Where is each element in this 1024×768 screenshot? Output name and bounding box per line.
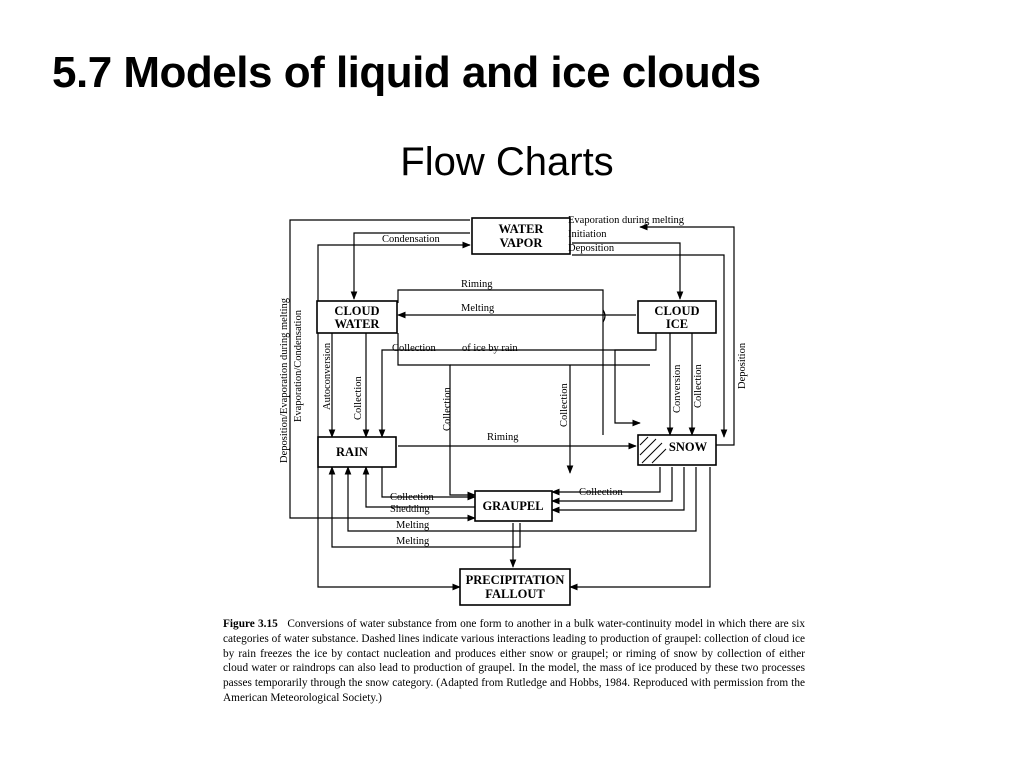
- label-evaporation-condensation: Evaporation/Condensation: [293, 309, 304, 422]
- arrow-riming-top: [397, 289, 604, 435]
- box-rain: RAIN: [317, 436, 397, 468]
- arrow-collection-ice-by-rain: [378, 333, 657, 438]
- label-riming-top: Riming: [461, 279, 493, 290]
- box-cloud-ice: CLOUD ICE: [637, 300, 717, 334]
- rain-label: RAIN: [336, 445, 368, 459]
- arrow-melting-2: [328, 466, 521, 548]
- arrow-riming-top-bridge: [602, 309, 606, 323]
- arrow-snow-collection: [551, 467, 661, 496]
- flow-arrows: [289, 219, 735, 591]
- cloud-ice-label-1: CLOUD: [654, 304, 699, 318]
- label-initiation: Initiation: [568, 229, 607, 240]
- label-deposition-top: Deposition: [568, 243, 615, 254]
- arrow-center-left: [397, 333, 476, 499]
- arrow-collection-center: [614, 349, 656, 427]
- precipitation-label-2: FALLOUT: [485, 587, 545, 601]
- label-of-ice-by-rain: of ice by rain: [462, 343, 518, 354]
- box-graupel: GRAUPEL: [474, 490, 553, 522]
- label-condensation: Condensation: [382, 234, 440, 245]
- label-collection-mid: Collection: [392, 343, 436, 354]
- label-deposition-right: Deposition: [737, 342, 748, 389]
- slide-title: 5.7 Models of liquid and ice clouds: [52, 48, 761, 97]
- water-vapor-label-1: WATER: [499, 222, 545, 236]
- arrow-evap-melting: [639, 223, 735, 446]
- arrow-vapor-outer-left: [289, 219, 476, 522]
- arrow-melting-1: [344, 466, 697, 532]
- label-autoconversion: Autoconversion: [322, 342, 333, 410]
- label-melting-lower-2: Melting: [396, 536, 430, 547]
- arrow-snow-fallout: [569, 467, 711, 591]
- label-riming-mid: Riming: [487, 432, 519, 443]
- label-collection-lower-left: Collection: [390, 492, 434, 503]
- figure-caption: Figure 3.15 Conversions of water substan…: [223, 617, 805, 706]
- precipitation-label-1: PRECIPITATION: [466, 573, 565, 587]
- arrow-shedding: [362, 466, 475, 508]
- water-vapor-label-2: VAPOR: [500, 236, 544, 250]
- cloud-water-label-2: WATER: [335, 317, 381, 331]
- label-conversion: Conversion: [672, 364, 683, 413]
- water-conversion-flow-chart: WATER VAPOR CLOUD WATER CLOUD ICE RAIN S…: [279, 215, 748, 606]
- label-melting-lower-1: Melting: [396, 520, 430, 531]
- arrow-snow-graupel-3: [551, 467, 685, 514]
- label-collection-lower-right: Collection: [579, 487, 623, 498]
- cloud-ice-label-2: ICE: [666, 317, 688, 331]
- label-melting-top: Melting: [461, 303, 495, 314]
- box-cloud-water: CLOUD WATER: [316, 300, 398, 334]
- label-collection-center-right: Collection: [559, 383, 570, 427]
- arrow-snow-graupel-2: [551, 467, 673, 505]
- label-deposition-evaporation: Deposition/Evaporation during melting: [279, 297, 290, 463]
- arrow-rain-to-vapor: [317, 241, 471, 450]
- arrow-deposition: [572, 254, 728, 438]
- graupel-label: GRAUPEL: [482, 499, 543, 513]
- arrow-rain-collection: [381, 467, 476, 501]
- figure-caption-text: Conversions of water substance from one …: [223, 618, 805, 704]
- label-shedding: Shedding: [390, 504, 430, 515]
- slide-subtitle: Flow Charts: [400, 140, 614, 184]
- snow-hatch-pattern: [639, 436, 667, 464]
- snow-label: SNOW: [669, 440, 708, 454]
- arrow-initiation: [572, 242, 684, 300]
- label-collection-center-left: Collection: [442, 387, 453, 431]
- label-collection-ice-snow: Collection: [693, 364, 704, 408]
- box-water-vapor: WATER VAPOR: [471, 217, 571, 255]
- figure-label: Figure 3.15: [223, 618, 278, 630]
- label-collection-cw-rain: Collection: [353, 376, 364, 420]
- label-evaporation-during-melting: Evaporation during melting: [568, 215, 685, 226]
- cloud-water-label-1: CLOUD: [334, 304, 379, 318]
- arrow-rain-fallout: [317, 467, 461, 591]
- arrow-condensation: [350, 232, 470, 300]
- box-precipitation-fallout: PRECIPITATION FALLOUT: [459, 568, 571, 606]
- box-snow: SNOW: [637, 434, 717, 466]
